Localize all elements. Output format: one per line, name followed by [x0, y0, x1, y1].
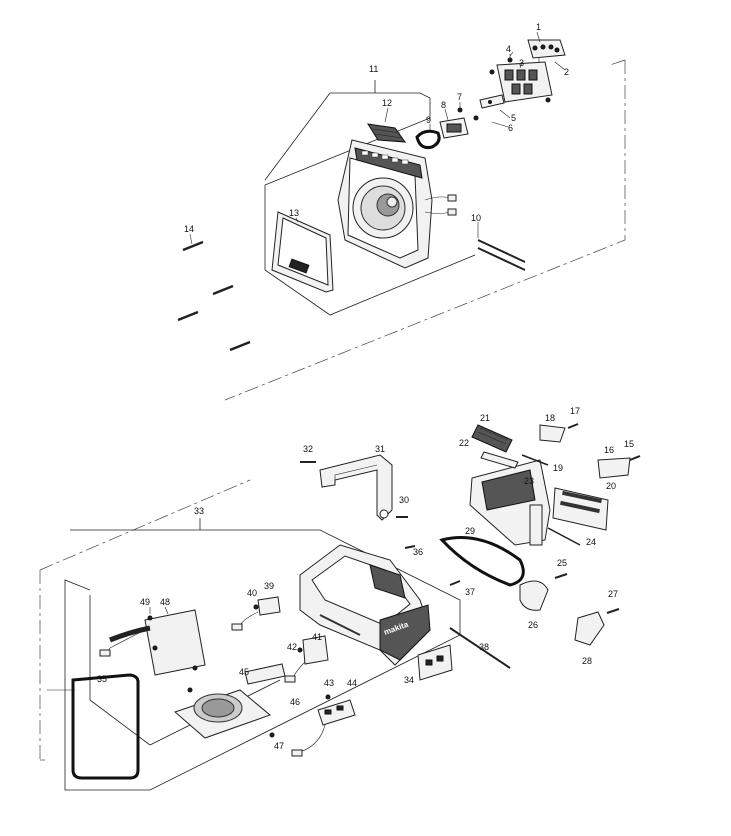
part-label-21: 21: [480, 413, 490, 423]
part-label-29: 29: [465, 526, 475, 536]
part-label-32: 32: [303, 444, 313, 454]
speaker-unit-part: [174, 663, 286, 739]
part-label-20: 20: [606, 481, 616, 491]
part-label-48: 48: [160, 597, 170, 607]
part-label-47: 47: [274, 741, 284, 751]
part-label-22: 22: [459, 438, 469, 448]
part-label-9: 9: [426, 115, 431, 125]
part-number-labels: 1 2 3 4 5 6 7 8 9 10 11 12 13 14 15 16 1…: [97, 22, 634, 751]
part-label-13: 13: [289, 208, 299, 218]
part-label-31: 31: [375, 444, 385, 454]
part-label-16: 16: [604, 445, 614, 455]
part-label-39: 39: [264, 581, 274, 591]
part-label-34: 34: [404, 675, 414, 685]
part-label-5: 5: [511, 113, 516, 123]
latch-plate-part: [417, 644, 453, 681]
housing-part: makita: [299, 544, 511, 669]
side-bracket-parts: [519, 573, 620, 646]
part-label-45: 45: [239, 667, 249, 677]
part-label-35: 35: [97, 674, 107, 684]
part-label-8: 8: [441, 100, 446, 110]
part-label-3: 3: [519, 58, 524, 68]
part-label-33: 33: [194, 506, 204, 516]
ring-gasket-part: [415, 129, 441, 149]
part-label-42: 42: [287, 642, 297, 652]
switch-cluster-part: [489, 39, 566, 103]
screw-parts: [177, 240, 251, 352]
part-label-11: 11: [369, 64, 378, 74]
part-label-14: 14: [184, 224, 194, 234]
leader-lines: [47, 31, 566, 691]
part-label-36: 36: [413, 547, 423, 557]
part-label-49: 49: [140, 597, 150, 607]
part-label-1: 1: [536, 22, 541, 32]
part-label-37: 37: [465, 587, 475, 597]
part-label-19: 19: [553, 463, 563, 473]
part-label-24: 24: [586, 537, 596, 547]
part-label-17: 17: [570, 406, 580, 416]
part-label-44: 44: [347, 678, 357, 688]
handle-part: [300, 454, 408, 521]
small-board-parts: [231, 596, 329, 683]
part-label-18: 18: [545, 413, 555, 423]
part-label-10: 10: [471, 213, 481, 223]
speaker-front-assembly: [337, 139, 457, 269]
part-label-38: 38: [479, 642, 489, 652]
part-label-23: 23: [524, 476, 534, 486]
part-label-41: 41: [312, 632, 322, 642]
part-label-25: 25: [557, 558, 567, 568]
wire-rods-part: [477, 239, 526, 271]
seal-gasket-part: [439, 536, 525, 587]
small-plate-part: [473, 94, 505, 121]
part-label-6: 6: [508, 123, 513, 133]
battery-cover-assembly: [469, 423, 641, 546]
part-label-28: 28: [582, 656, 592, 666]
part-label-46: 46: [290, 697, 300, 707]
part-label-27: 27: [608, 589, 618, 599]
section-divider-lines: [39, 59, 626, 761]
speaker-grille-part: [367, 123, 407, 143]
control-board-part: [99, 609, 206, 676]
part-label-12: 12: [382, 98, 392, 108]
part-label-26: 26: [528, 620, 538, 630]
usb-board-part: [291, 694, 356, 757]
seal-ring-part: [71, 673, 140, 780]
part-label-15: 15: [624, 439, 634, 449]
part-label-2: 2: [564, 67, 569, 77]
part-label-40: 40: [247, 588, 257, 598]
part-label-4: 4: [506, 44, 511, 54]
switch-knob-part: [439, 107, 469, 139]
part-label-30: 30: [399, 495, 409, 505]
front-panel-part: [271, 211, 334, 293]
part-label-7: 7: [457, 92, 462, 102]
assembly-11-outline: [264, 80, 476, 316]
part-label-43: 43: [324, 678, 334, 688]
